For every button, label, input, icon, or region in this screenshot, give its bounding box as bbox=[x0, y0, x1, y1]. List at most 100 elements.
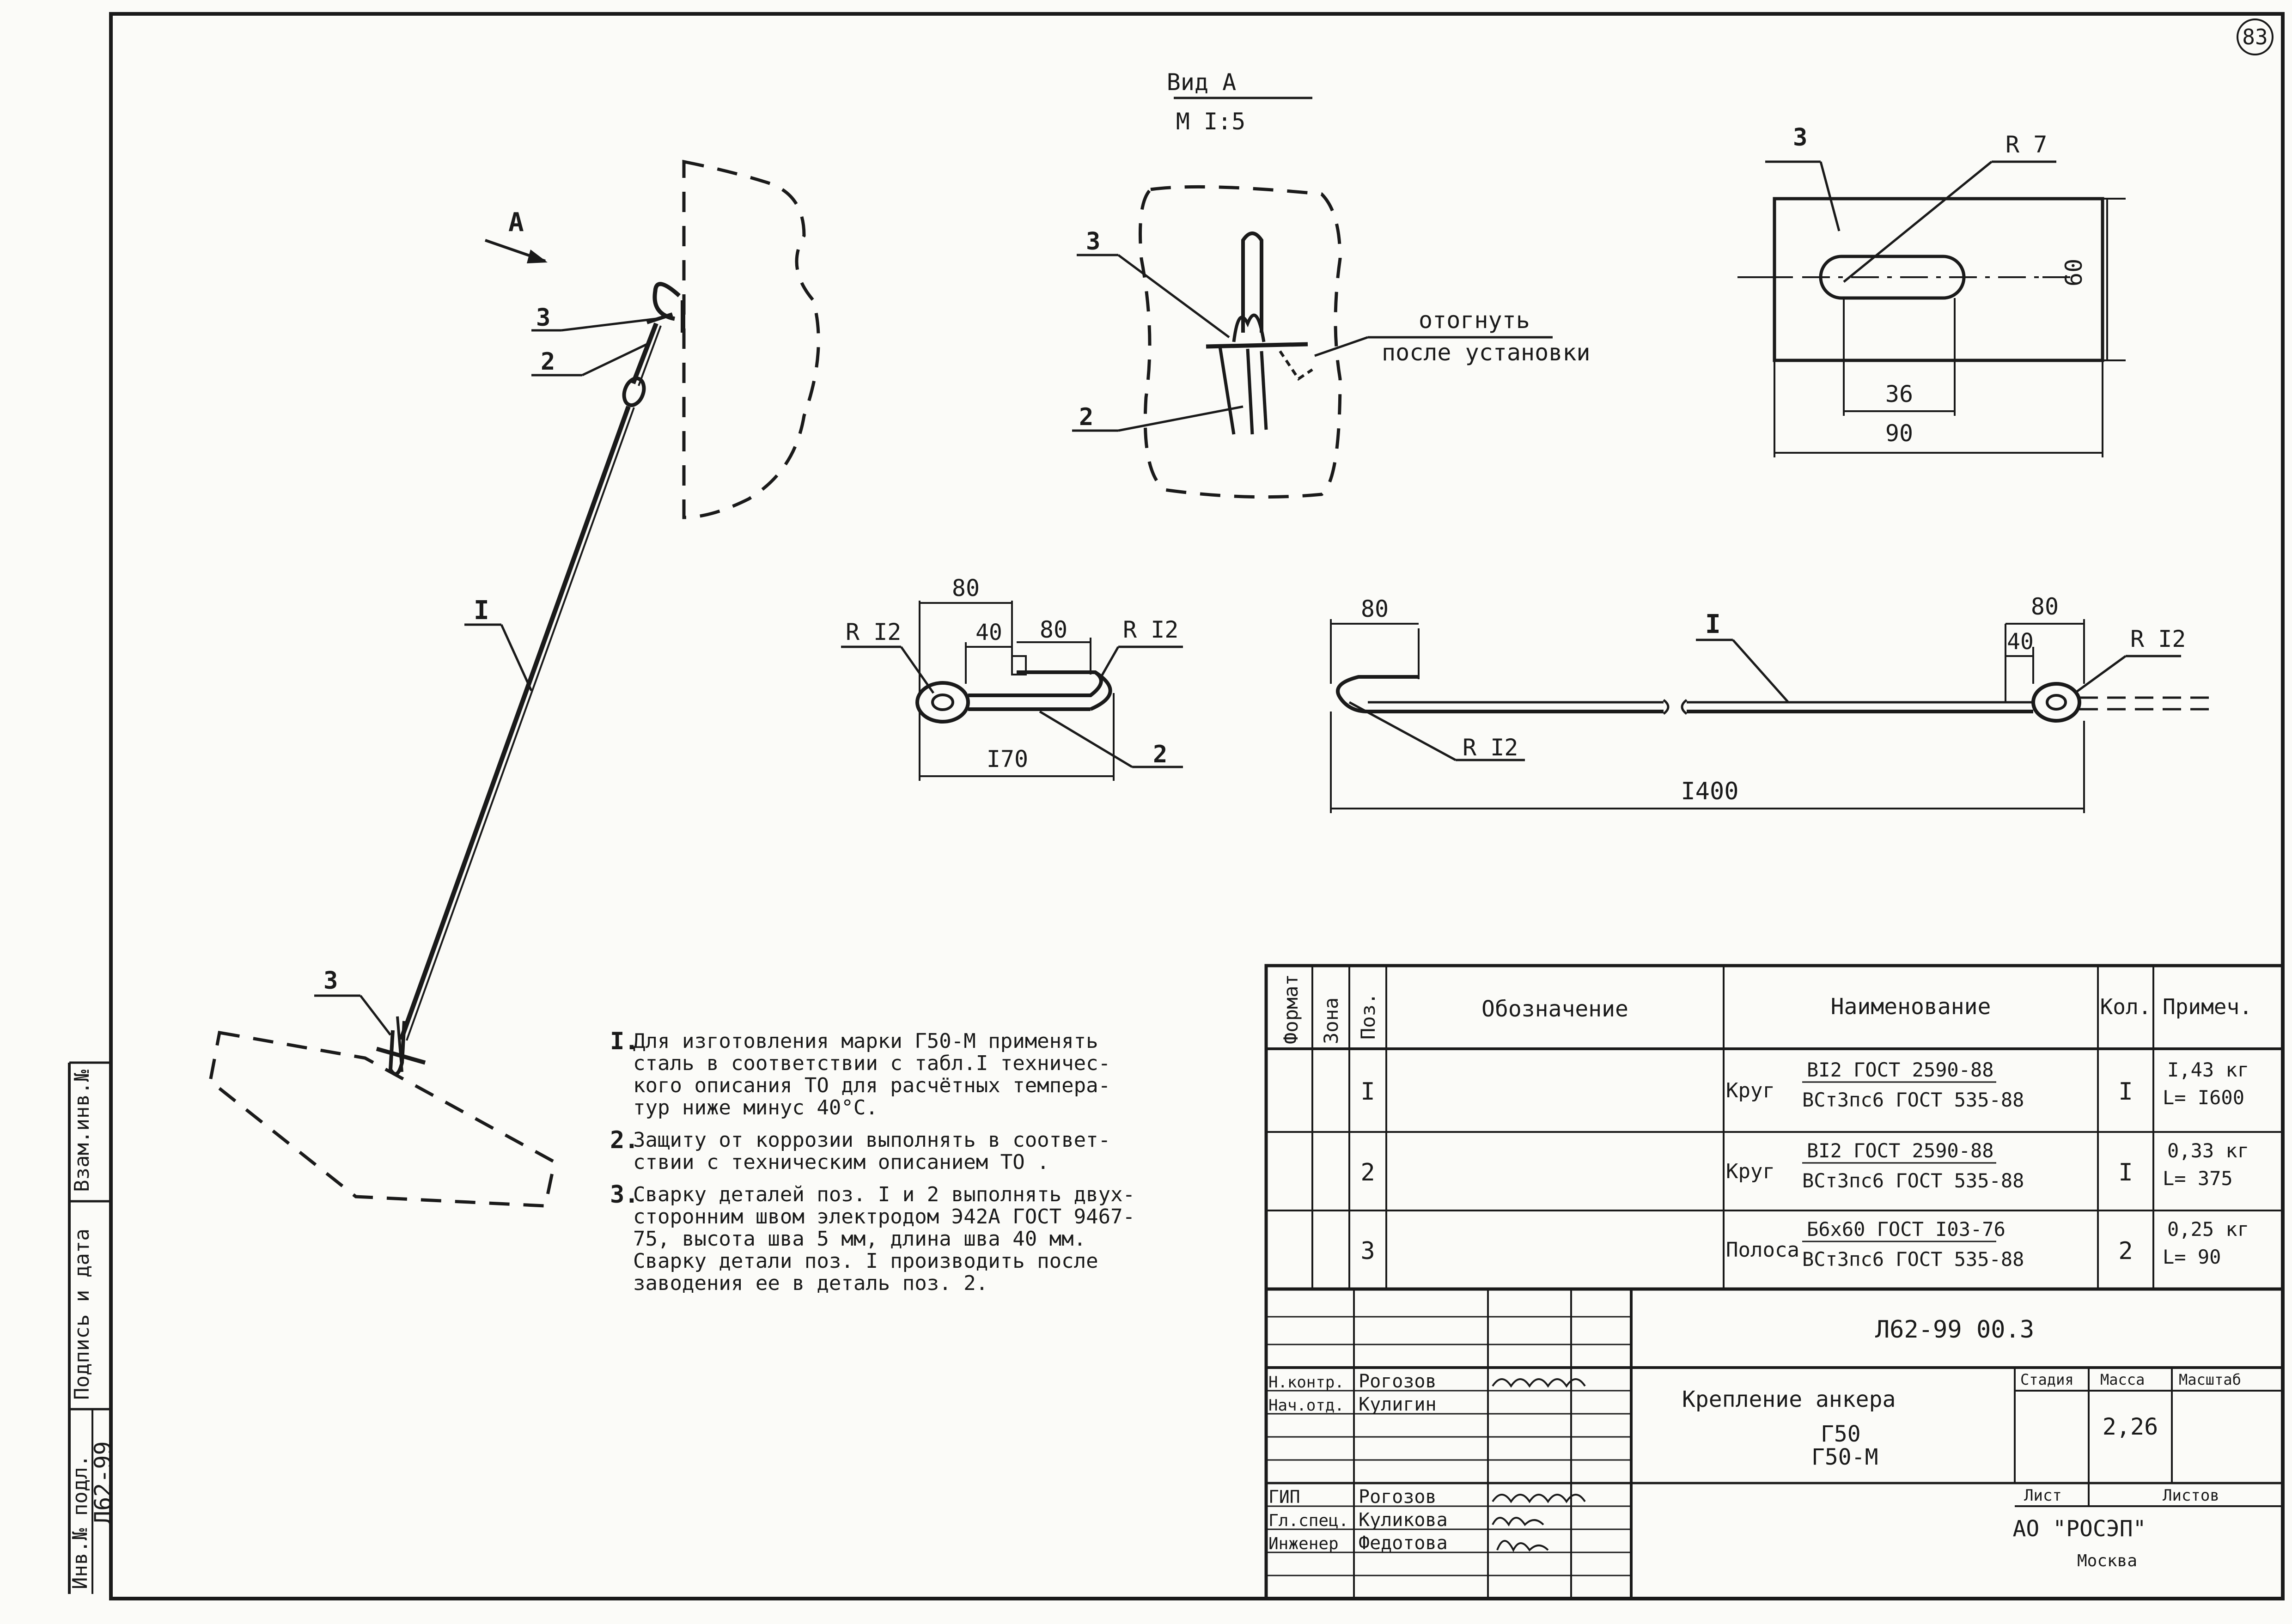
note-number: 3. bbox=[610, 1181, 639, 1209]
row-kind: Круг bbox=[1726, 1160, 1775, 1183]
note-line: сталь в соответствии с табл.I техничес- bbox=[633, 1052, 1111, 1075]
dim-60: 60 bbox=[2060, 259, 2087, 286]
plate-outline bbox=[1773, 197, 2104, 362]
signature-5 bbox=[1496, 1540, 1549, 1552]
role-3: ГИП bbox=[1268, 1487, 1300, 1507]
plate-pos3: 3 R 7 60 36 90 bbox=[1737, 124, 2126, 457]
view-a-scale: М I:5 bbox=[1176, 108, 1246, 135]
p2-pos-label: 2 bbox=[1153, 741, 1167, 768]
row-qty: I bbox=[2118, 1159, 2133, 1186]
mass-label: Масса bbox=[2100, 1371, 2145, 1388]
hdr-qty: Кол. bbox=[2100, 994, 2152, 1019]
row-name-top: ВI2 ГОСТ 2590-88 bbox=[1807, 1058, 1994, 1081]
person-1: Кулигин bbox=[1359, 1394, 1437, 1415]
view-a-title: Вид А bbox=[1167, 69, 1237, 96]
upper-concrete-outline bbox=[682, 159, 820, 519]
person-3: Рогозов bbox=[1359, 1486, 1437, 1508]
p1-dim-80b: 80 bbox=[2031, 593, 2059, 620]
row-note-2: L= I600 bbox=[2163, 1086, 2244, 1109]
p2-dim-40: 40 bbox=[975, 620, 1002, 645]
note-item: I. Для изготовления марки Г50-М применят… bbox=[610, 1029, 1257, 1119]
note-number: 2. bbox=[610, 1126, 639, 1154]
hdr-designation: Обозначение bbox=[1481, 996, 1628, 1022]
stage-label: Стадия bbox=[2020, 1371, 2074, 1388]
plate-pos3-label: 3 bbox=[1793, 124, 1807, 152]
role-0: Н.контр. bbox=[1268, 1373, 1344, 1392]
person-4: Куликова bbox=[1359, 1509, 1448, 1531]
role-5: Инженер bbox=[1268, 1534, 1339, 1553]
p2-dim-80a: 80 bbox=[952, 575, 980, 602]
role-4: Гл.спец. bbox=[1268, 1511, 1348, 1530]
detail-pos1: 80 80 40 R I2 I R I2 I400 bbox=[1330, 593, 2213, 813]
note-line: Защиту от коррозии выполнять в соответ- bbox=[633, 1128, 1111, 1152]
pos1-label: I bbox=[474, 596, 489, 626]
row-note-1: 0,33 кг bbox=[2167, 1139, 2249, 1162]
dim-90: 90 bbox=[1885, 420, 1913, 447]
row-note-1: 0,25 кг bbox=[2167, 1218, 2249, 1241]
title-block: Л62-99 00.3 Крепление анкера Г50 Г50-М С… bbox=[1264, 1287, 2285, 1600]
inv-original-label: Инв.№ подл. bbox=[68, 1455, 92, 1589]
note-line: Сварку деталей поз. I и 2 выполнять двух… bbox=[633, 1183, 1135, 1206]
row-pos: 3 bbox=[1360, 1237, 1375, 1265]
row-kind: Круг bbox=[1726, 1079, 1775, 1102]
doc-code: Л62-99 00.3 bbox=[1875, 1316, 2034, 1344]
scale-label: Масштаб bbox=[2179, 1371, 2241, 1388]
p1-dim-40: 40 bbox=[2007, 629, 2034, 655]
note-line: Для изготовления марки Г50-М применять bbox=[633, 1029, 1098, 1053]
note-item: 3. Сварку деталей поз. I и 2 выполнять д… bbox=[610, 1181, 1257, 1295]
pos3-label-top: 3 bbox=[536, 304, 550, 332]
row-pos: 2 bbox=[1360, 1159, 1375, 1186]
spec-row: 2 Круг ВI2 ГОСТ 2590-88 ВСт3пс6 ГОСТ 535… bbox=[1360, 1139, 2249, 1192]
note-line: тур ниже минус 40°С. bbox=[633, 1096, 878, 1119]
hdr-note: Примеч. bbox=[2163, 994, 2252, 1019]
sheets-label: Листов bbox=[2163, 1486, 2219, 1505]
assembly-view: А 3 2 I 3 bbox=[208, 159, 820, 1208]
view-a-detail: Вид А М I:5 3 2 отогнуть после установки bbox=[1072, 69, 1591, 499]
bend-note-1: отогнуть bbox=[1419, 307, 1530, 334]
note-line: заводения ее в деталь поз. 2. bbox=[633, 1271, 988, 1295]
viewa-pos3-label: 3 bbox=[1086, 228, 1100, 255]
row-kind: Полоса bbox=[1726, 1238, 1799, 1262]
note-item: 2. Защиту от коррозии выполнять в соотве… bbox=[610, 1126, 1257, 1174]
replaced-inv-label: Взам.инв.№ bbox=[70, 1070, 94, 1192]
r7-label: R 7 bbox=[2006, 131, 2047, 158]
p2-dim-80b: 80 bbox=[1040, 616, 1067, 643]
lower-concrete-outline bbox=[208, 1030, 556, 1208]
row-qty: I bbox=[2118, 1078, 2133, 1106]
signature-date-label: Подпись и дата bbox=[70, 1229, 94, 1400]
p1-dim-80a: 80 bbox=[1361, 596, 1389, 622]
note-line: сторонним швом электродом Э42А ГОСТ 9467… bbox=[633, 1205, 1135, 1229]
sheet-label: Лист bbox=[2024, 1486, 2062, 1505]
pos2-label-top: 2 bbox=[541, 348, 555, 376]
viewa-pos2-label: 2 bbox=[1079, 403, 1093, 431]
row-note-1: I,43 кг bbox=[2167, 1058, 2249, 1081]
note-line: кого описания ТО для расчётных темпера- bbox=[633, 1074, 1111, 1097]
note-line: Сварку детали поз. I производить после bbox=[633, 1249, 1098, 1273]
hdr-zone: Зона bbox=[1320, 998, 1342, 1044]
p1-r12-left: R I2 bbox=[1463, 734, 1518, 761]
role-1: Нач.отд. bbox=[1268, 1396, 1344, 1415]
mass-value: 2,26 bbox=[2103, 1413, 2158, 1440]
person-5: Федотова bbox=[1359, 1533, 1448, 1554]
sheet-number-circle bbox=[2237, 18, 2274, 55]
hdr-format: Формат bbox=[1280, 974, 1302, 1044]
doc-title: Крепление анкера bbox=[1682, 1387, 1896, 1412]
p1-dim-1400: I400 bbox=[1681, 778, 1738, 805]
organization: АО "РОСЭП" bbox=[2013, 1516, 2146, 1542]
bend-note-2: после установки bbox=[1382, 339, 1591, 366]
p2-dim-170: I70 bbox=[987, 746, 1028, 772]
person-0: Рогозов bbox=[1359, 1371, 1437, 1392]
doc-subtitle-1: Г50 bbox=[1821, 1421, 1861, 1447]
left-doc-code: Л62-99 bbox=[90, 1441, 116, 1525]
spec-row: I Круг ВI2 ГОСТ 2590-88 ВСт3пс6 ГОСТ 535… bbox=[1360, 1058, 2249, 1111]
view-a-letter: А bbox=[508, 207, 524, 237]
p2-r12-right: R I2 bbox=[1123, 616, 1178, 643]
note-line: ствии с техническим описанием ТО . bbox=[633, 1150, 1049, 1174]
detail-pos2: 80 40 80 R I2 R I2 I70 2 bbox=[841, 575, 1183, 781]
sheet-number: 83 bbox=[2242, 24, 2268, 49]
signature-0 bbox=[1492, 1378, 1586, 1388]
row-name-bottom: ВСт3пс6 ГОСТ 535-88 bbox=[1802, 1169, 2024, 1192]
signature-4 bbox=[1492, 1517, 1544, 1527]
